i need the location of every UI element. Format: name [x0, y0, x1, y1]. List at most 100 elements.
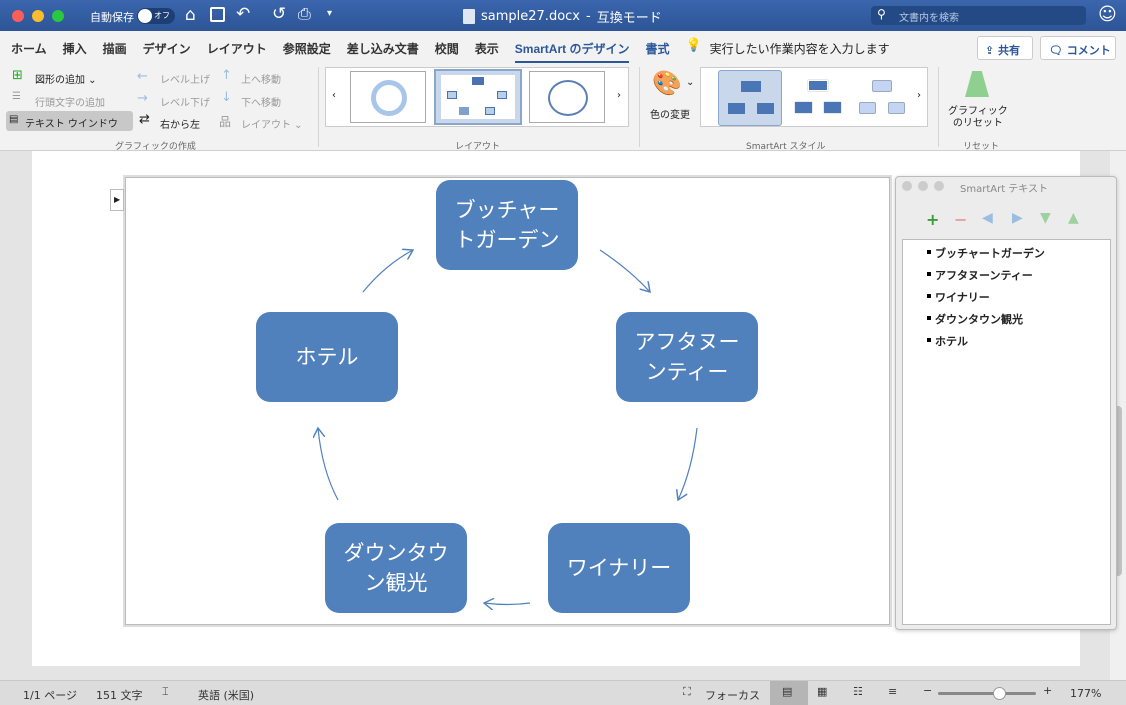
list-item[interactable]: ブッチャートガーデン	[903, 245, 1110, 267]
styles-next-icon[interactable]: ›	[917, 90, 921, 101]
add-bullet-button[interactable]: 行頭文字の追加	[35, 98, 105, 109]
chevron-down-icon[interactable]: ⌄	[686, 77, 695, 88]
tab-layout[interactable]: レイアウト	[206, 42, 267, 56]
autosave-toggle[interactable]: オフ	[137, 8, 175, 24]
tab-insert[interactable]: 挿入	[62, 42, 87, 56]
layout-thumb-cycle-arrows[interactable]	[350, 71, 426, 123]
tab-home[interactable]: ホーム	[11, 42, 47, 56]
add-shape-button[interactable]: 図形の追加 ⌄	[35, 75, 97, 86]
right-to-left-button[interactable]: 右から左	[160, 120, 200, 131]
smartart-node-2[interactable]: アフタヌーンティー	[616, 312, 758, 402]
smartart-node-5[interactable]: ホテル	[256, 312, 398, 402]
promote-icon[interactable]: ◀	[982, 210, 993, 226]
gallery-prev-icon[interactable]: ‹	[332, 90, 336, 101]
style-thumb-subtle[interactable]	[853, 70, 911, 126]
tab-references[interactable]: 参照設定	[282, 42, 331, 56]
style-thumb-simple[interactable]	[718, 70, 782, 126]
layout-dropdown[interactable]: レイアウト ⌄	[241, 120, 303, 131]
smartart-frame[interactable]	[123, 175, 892, 627]
close-window-button[interactable]	[12, 10, 24, 22]
rtl-icon: ⇄	[139, 112, 150, 127]
tab-draw[interactable]: 描画	[102, 42, 127, 56]
outline-icon[interactable]: ☷	[853, 685, 863, 698]
layout-thumb-block-cycle[interactable]	[529, 71, 605, 123]
page-count[interactable]: 1/1 ページ	[23, 689, 77, 702]
arrow-2-to-3	[678, 427, 698, 500]
language[interactable]: 英語 (米国)	[198, 689, 255, 702]
feedback-smiley-icon[interactable]: ☺	[1098, 4, 1117, 25]
zoom-slider[interactable]	[938, 687, 1036, 700]
tab-format[interactable]: 書式	[645, 42, 670, 56]
move-down-button[interactable]: 下へ移動	[241, 98, 281, 109]
customize-toolbar-icon[interactable]: ▾	[327, 8, 333, 19]
expand-text-pane-button[interactable]: ▶	[110, 189, 124, 211]
zoom-slider-thumb[interactable]	[992, 687, 1006, 700]
tell-me-input[interactable]: 実行したい作業内容を入力します	[709, 42, 890, 56]
promote-button[interactable]: レベル上げ	[160, 75, 210, 86]
org-layout-icon: 品	[219, 115, 232, 129]
move-up-button[interactable]: 上へ移動	[241, 75, 281, 86]
layout-gallery: ‹ ›	[325, 67, 629, 127]
demote-button[interactable]: レベル下げ	[160, 98, 210, 109]
style-thumb-white-outline[interactable]	[789, 70, 847, 126]
move-up-icon[interactable]: ▲	[1068, 210, 1079, 226]
tab-review[interactable]: 校閲	[434, 42, 459, 56]
draft-icon[interactable]: ≡	[888, 685, 898, 698]
reset-graphic-button[interactable]: グラフィックのリセット	[948, 106, 1008, 129]
ribbon-tabs: ホーム 挿入 描画 デザイン レイアウト 参照設定 差し込み文書 校閲 表示 S…	[0, 31, 1126, 64]
comment-button[interactable]: 🗨 コメント	[1040, 36, 1116, 60]
gallery-next-icon[interactable]: ›	[617, 90, 621, 101]
zoom-level[interactable]: 177%	[1070, 687, 1102, 700]
zoom-in-icon[interactable]: +	[1043, 684, 1053, 697]
arrow-1-to-2	[599, 249, 650, 292]
home-icon[interactable]: ⌂	[185, 5, 196, 25]
save-icon[interactable]	[210, 7, 225, 22]
pane-close-button[interactable]	[902, 181, 912, 191]
layout-thumb-basic-cycle[interactable]	[434, 69, 522, 125]
undo-icon[interactable]: ↶	[236, 4, 251, 24]
print-layout-button[interactable]: ▤	[770, 681, 808, 705]
text-pane-button[interactable]: ▤ テキスト ウインドウ	[6, 111, 133, 131]
focus-mode-button[interactable]: フォーカス	[705, 689, 760, 702]
word-count[interactable]: 151 文字	[96, 689, 143, 702]
pane-text-area[interactable]: ブッチャートガーデン アフタヌーンティー ワイナリー ダウンタウン観光 ホテル	[902, 239, 1111, 625]
scrollbar-thumb[interactable]	[1114, 406, 1122, 576]
text-pane-icon: ▤	[9, 114, 19, 125]
autosave-label: 自動保存	[90, 11, 134, 24]
list-item[interactable]: ダウンタウン観光	[903, 311, 1110, 333]
pane-title: SmartArt テキスト	[960, 184, 1049, 195]
arrow-5-to-1	[362, 250, 413, 293]
search-input[interactable]: ⚲ 文書内を検索	[871, 6, 1086, 25]
zoom-out-icon[interactable]: −	[923, 684, 933, 697]
list-item[interactable]: ワイナリー	[903, 289, 1110, 311]
smartart-node-4[interactable]: ダウンタウン観光	[325, 523, 467, 613]
tab-smartart-design[interactable]: SmartArt のデザイン	[514, 40, 630, 64]
arrow-up-icon: ↑	[221, 68, 232, 83]
move-down-icon[interactable]: ▼	[1040, 210, 1051, 226]
tab-view[interactable]: 表示	[474, 42, 499, 56]
document-title-group: sample27.docx - 互換モード	[463, 7, 662, 26]
tab-mailings[interactable]: 差し込み文書	[346, 42, 419, 56]
title-bar: 自動保存 オフ ⌂ ↶ ↺ ⎙ ▾ sample27.docx - 互換モード …	[0, 0, 1126, 31]
redo-icon[interactable]: ↺	[272, 4, 287, 24]
compat-mode: 互換モード	[596, 11, 662, 26]
remove-icon[interactable]: −	[954, 210, 968, 229]
change-colors-button[interactable]: 色の変更	[650, 110, 690, 121]
tab-design[interactable]: デザイン	[142, 42, 191, 56]
smartart-node-3[interactable]: ワイナリー	[548, 523, 690, 613]
smartart-text-pane: SmartArt テキスト + − ◀ ▶ ▼ ▲ ブッチャートガーデン アフタ…	[895, 176, 1117, 630]
web-layout-icon[interactable]: ▦	[817, 685, 828, 698]
demote-icon[interactable]: ▶	[1012, 210, 1023, 226]
arrow-3-to-4	[484, 603, 531, 605]
arrow-right-icon: →	[137, 91, 148, 106]
zoom-window-button[interactable]	[52, 10, 64, 22]
print-icon[interactable]: ⎙	[298, 4, 311, 23]
add-icon[interactable]: +	[926, 210, 940, 229]
proofing-icon[interactable]: ⌶	[162, 685, 169, 698]
smartart-node-1[interactable]: ブッチャートガーデン	[436, 180, 578, 270]
share-button[interactable]: ⇪ 共有	[977, 36, 1033, 60]
list-item[interactable]: アフタヌーンティー	[903, 267, 1110, 289]
list-item[interactable]: ホテル	[903, 333, 1110, 355]
minimize-window-button[interactable]	[32, 10, 44, 22]
styles-gallery: ›	[700, 67, 928, 127]
